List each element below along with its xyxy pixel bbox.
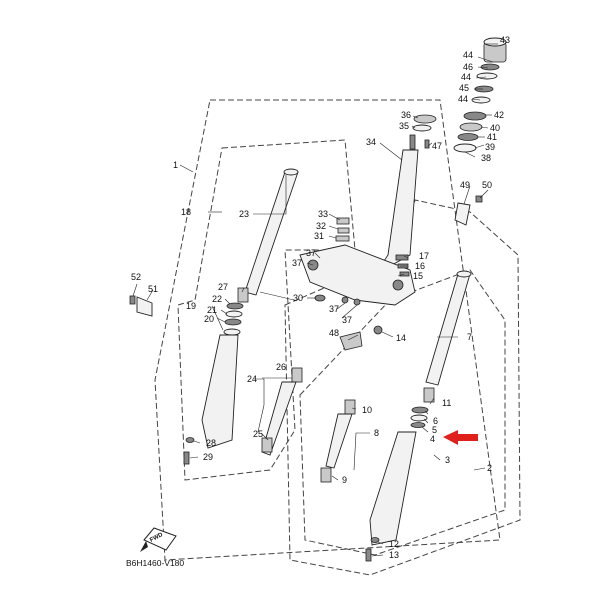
- callout-19: 19: [186, 301, 196, 311]
- callout-21: 21: [207, 305, 217, 315]
- callout-5: 5: [432, 425, 437, 435]
- callout-20: 20: [204, 314, 214, 324]
- callout-48: 48: [329, 328, 339, 338]
- callout-12: 12: [389, 539, 399, 549]
- callout-8: 8: [374, 428, 379, 438]
- diagram-code: B6H1460-V180: [126, 558, 184, 568]
- callout-44-mid: 44: [461, 72, 471, 82]
- callout-28: 28: [206, 438, 216, 448]
- callout-49: 49: [460, 180, 470, 190]
- callout-37-left: 37: [292, 258, 302, 268]
- red-pointer-arrow: [443, 430, 478, 445]
- callout-52: 52: [131, 272, 141, 282]
- callout-11: 11: [442, 398, 451, 408]
- callout-14: 14: [396, 333, 406, 343]
- callout-29: 29: [203, 452, 213, 462]
- callout-34: 34: [366, 137, 376, 147]
- callout-36: 36: [401, 110, 411, 120]
- bracket-51: [129, 295, 153, 317]
- steering-stem: [369, 114, 437, 286]
- callout-46: 46: [463, 62, 473, 72]
- callout-32: 32: [316, 221, 326, 231]
- callout-16: 16: [415, 261, 425, 271]
- callout-37-low: 37: [329, 304, 339, 314]
- callout-47: 47: [432, 141, 442, 151]
- under-bracket: [299, 217, 416, 351]
- callout-23: 23: [239, 209, 249, 219]
- leader-lines: [132, 43, 498, 557]
- callout-37-bottom: 37: [342, 315, 352, 325]
- callout-30: 30: [293, 293, 303, 303]
- callout-35: 35: [399, 121, 409, 131]
- callout-44-low: 44: [458, 94, 468, 104]
- callout-45: 45: [459, 83, 469, 93]
- callout-22: 22: [212, 294, 222, 304]
- callout-39: 39: [485, 142, 495, 152]
- callout-37-top: 37: [306, 248, 316, 258]
- callout-2: 2: [487, 463, 492, 473]
- callout-43: 43: [500, 35, 510, 45]
- callout-38: 38: [481, 153, 491, 163]
- left-fork-assembly: [183, 168, 303, 465]
- callout-labels: 43 44 46 44 45 44 42 40 41 39 38 36 35 3…: [131, 35, 510, 560]
- callout-31: 31: [314, 231, 324, 241]
- callout-27: 27: [218, 282, 228, 292]
- callout-50: 50: [482, 180, 492, 190]
- callout-33: 33: [318, 209, 328, 219]
- assembly-1-boundary: [154, 99, 501, 561]
- callout-18: 18: [181, 207, 191, 217]
- callout-10: 10: [362, 405, 372, 415]
- right-fork-assembly: [320, 270, 472, 562]
- clamp-49: [454, 195, 483, 226]
- fwd-direction-indicator: FWD: [140, 527, 177, 552]
- callout-4: 4: [430, 434, 435, 444]
- callout-26: 26: [276, 362, 286, 372]
- callout-1: 1: [173, 160, 178, 170]
- callout-40: 40: [490, 123, 500, 133]
- callout-25: 25: [253, 429, 263, 439]
- callout-42: 42: [494, 110, 504, 120]
- callout-15: 15: [413, 271, 423, 281]
- callout-51: 51: [148, 284, 158, 294]
- callout-41: 41: [487, 132, 497, 142]
- callout-17: 17: [419, 251, 429, 261]
- callout-44-top: 44: [463, 50, 473, 60]
- callout-13: 13: [389, 550, 399, 560]
- callout-3: 3: [445, 455, 450, 465]
- callout-6: 6: [433, 416, 438, 426]
- callout-7: 7: [467, 332, 472, 342]
- assembly-18-boundary: [177, 139, 356, 481]
- callout-24: 24: [247, 374, 257, 384]
- callout-9: 9: [342, 475, 347, 485]
